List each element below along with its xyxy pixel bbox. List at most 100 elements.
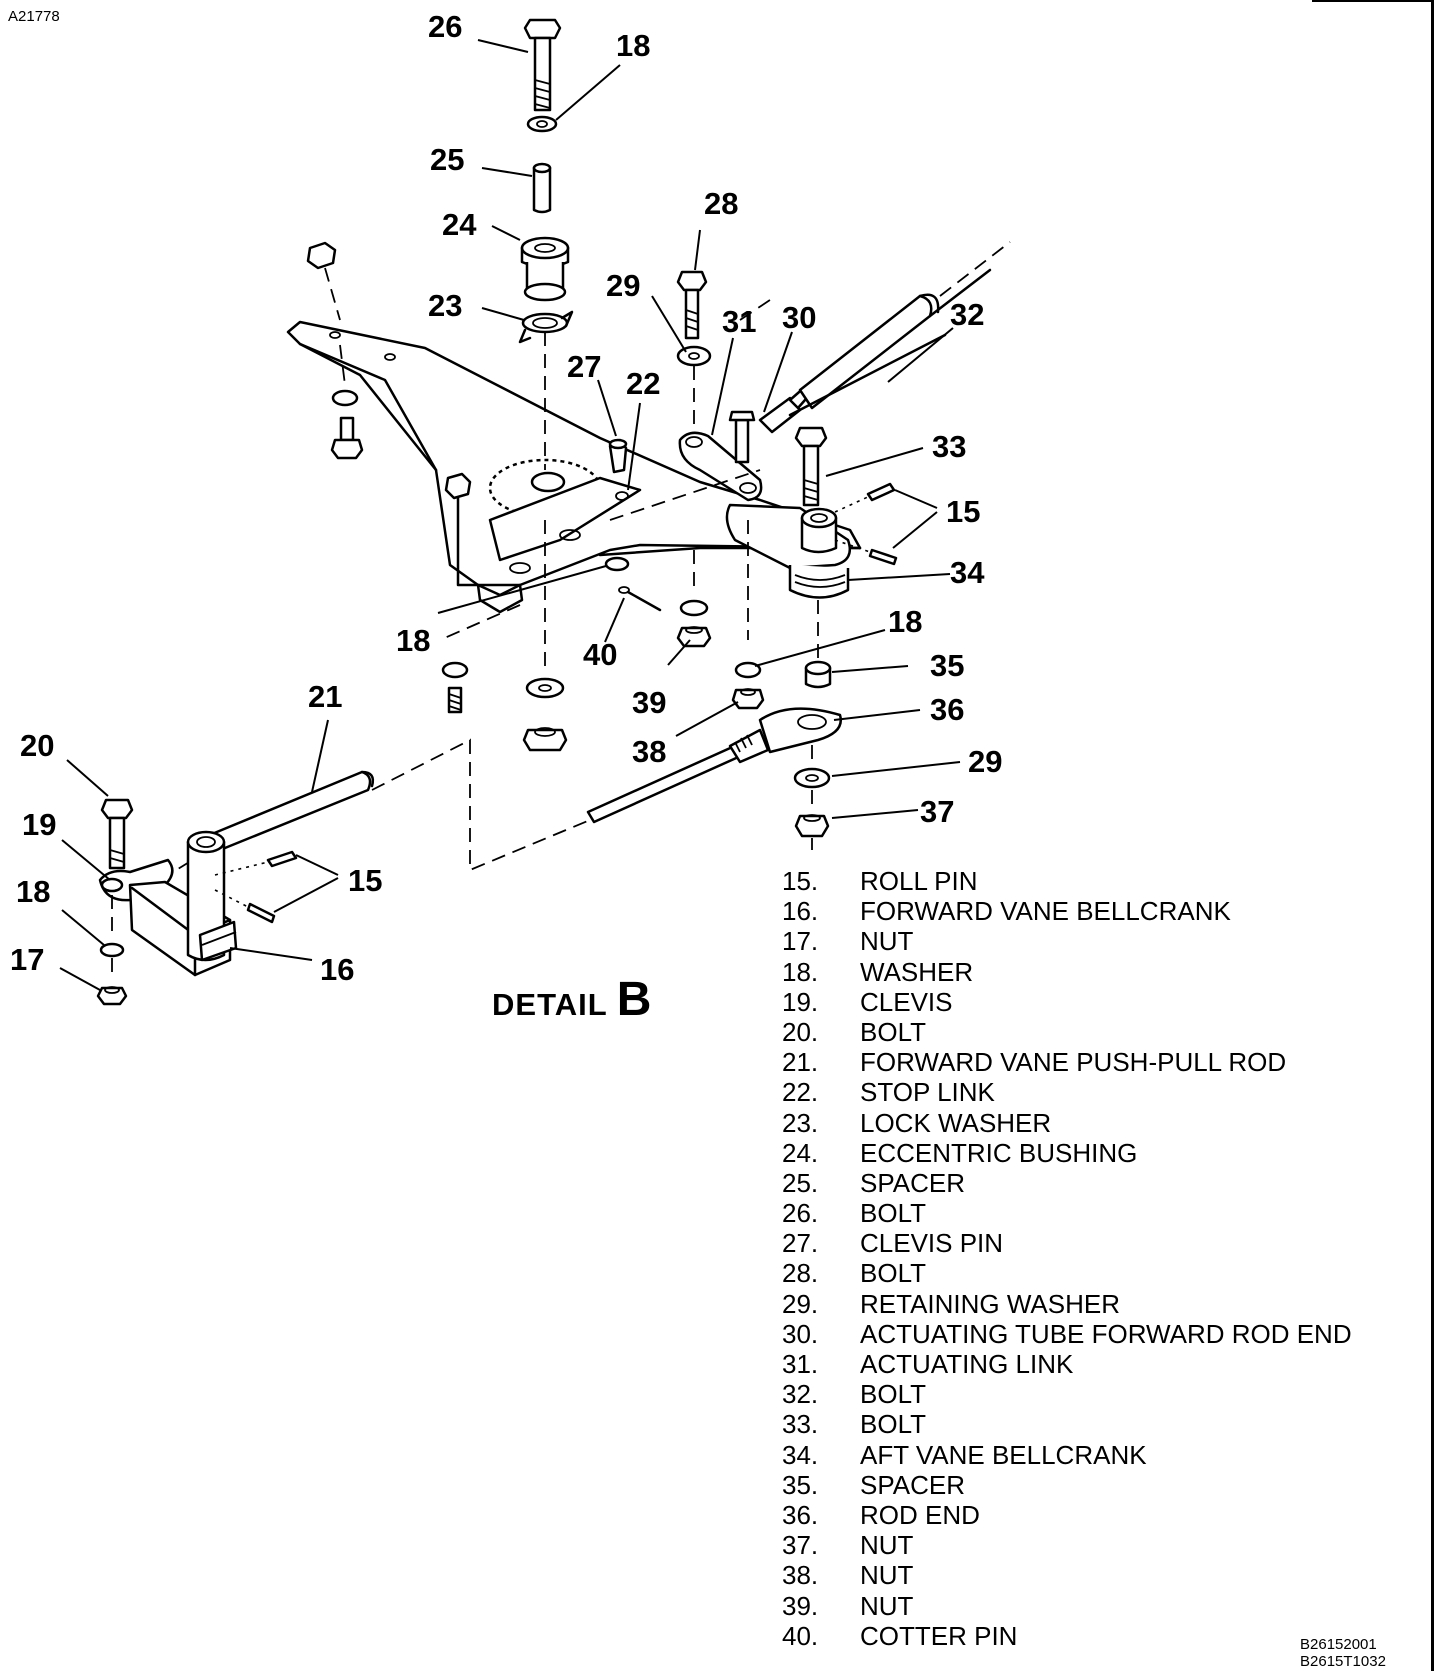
- legend-item-number: 20.: [782, 1016, 819, 1047]
- callout-30: 30: [782, 300, 816, 335]
- legend-item-number: 24.: [782, 1137, 819, 1168]
- legend-item: 35.SPACER: [782, 1470, 1432, 1500]
- stop-link: [608, 438, 761, 521]
- legend-item: 15.ROLL PIN: [782, 866, 1432, 896]
- legend-item-name: SPACER: [860, 1167, 965, 1198]
- legend-item-number: 37.: [782, 1530, 819, 1561]
- legend-item-number: 16.: [782, 896, 819, 927]
- legend-item-name: BOLT: [860, 1198, 926, 1229]
- legend-item-number: 22.: [782, 1077, 819, 1108]
- legend-item-number: 33.: [782, 1409, 819, 1440]
- callout-29-bottom: 29: [968, 744, 1002, 779]
- legend-item: 33.BOLT: [782, 1409, 1432, 1439]
- figure-id: A21778: [8, 8, 60, 25]
- callout-18-top: 18: [616, 28, 650, 63]
- legend-item: 29.RETAINING WASHER: [782, 1289, 1432, 1319]
- callout-25: 25: [430, 142, 464, 177]
- legend-item: 23.LOCK WASHER: [782, 1108, 1432, 1138]
- callout-19: 19: [22, 807, 56, 842]
- legend-item-number: 31.: [782, 1349, 819, 1379]
- legend-item: 31. ACTUATING LINK: [782, 1349, 1432, 1379]
- legend-item-name: ACTUATING TUBE FORWARD ROD END: [860, 1318, 1352, 1349]
- callout-15-right: 15: [946, 494, 980, 529]
- legend-item: 40.COTTER PIN: [782, 1621, 1432, 1651]
- legend-item-name: BOLT: [860, 1379, 926, 1410]
- top-fastener-stack: [518, 18, 574, 470]
- legend-item-number: 34.: [782, 1439, 819, 1470]
- legend-item: 34. AFT VANE BELLCRANK: [782, 1440, 1432, 1470]
- legend-item: 30.ACTUATING TUBE FORWARD ROD END: [782, 1319, 1432, 1349]
- aft-vane-bellcrank: [725, 426, 898, 689]
- callout-36: 36: [930, 692, 964, 727]
- callout-18-right: 18: [888, 604, 922, 639]
- legend-item-name: COTTER PIN: [860, 1620, 1018, 1651]
- legend-item: 17. NUT: [782, 926, 1432, 956]
- callout-37: 37: [920, 794, 954, 829]
- legend-item-number: 28.: [782, 1258, 819, 1289]
- legend-item: 25. SPACER: [782, 1168, 1432, 1198]
- footer-code-2: B2615T1032: [1300, 1653, 1386, 1670]
- callout-39: 39: [632, 685, 666, 720]
- legend-item-number: 39.: [782, 1590, 819, 1621]
- legend-item-name: SPACER: [860, 1469, 965, 1500]
- legend-item-number: 17.: [782, 926, 819, 957]
- callout-29-top: 29: [606, 268, 640, 303]
- legend-item: 28.BOLT: [782, 1258, 1432, 1288]
- callout-31: 31: [722, 304, 756, 339]
- legend-item-name: NUT: [860, 1590, 914, 1621]
- legend-item-name: CLEVIS PIN: [860, 1228, 1004, 1259]
- legend-item-name: STOP LINK: [860, 1077, 995, 1108]
- callout-34: 34: [950, 555, 985, 590]
- legend-item-name: NUT: [860, 1530, 914, 1561]
- legend-item: 36. ROD END: [782, 1500, 1432, 1530]
- detail-letter: B: [616, 973, 653, 1026]
- callout-21: 21: [308, 679, 342, 714]
- detail-label: DETAIL B: [492, 972, 652, 1027]
- callout-18-left: 18: [16, 874, 50, 909]
- legend-item: 16.FORWARD VANE BELLCRANK: [782, 896, 1432, 926]
- legend-item-number: 38.: [782, 1560, 819, 1591]
- forward-vane-bellcrank: [96, 798, 298, 1006]
- callout-numbers: 26 18 25 24 23 28 29 31 30 32 27 22 33 1…: [10, 9, 1002, 987]
- legend-item-number: 23.: [782, 1107, 819, 1138]
- callout-23: 23: [428, 288, 462, 323]
- frame-top-border: [1312, 0, 1434, 2]
- legend-item-name: ACTUATING LINK: [860, 1349, 1074, 1379]
- legend-item-number: 18.: [782, 956, 819, 987]
- legend-item: 26. BOLT: [782, 1198, 1432, 1228]
- legend-item-name: ROD END: [860, 1499, 980, 1530]
- callout-33: 33: [932, 429, 966, 464]
- legend-item-name: NUT: [860, 926, 914, 957]
- frame-right-border: [1431, 0, 1434, 1671]
- bracket-lower-hardware: [439, 520, 765, 752]
- legend-item-name: RETAINING WASHER: [860, 1288, 1121, 1319]
- callout-20: 20: [20, 728, 54, 763]
- legend-item: 22. STOP LINK: [782, 1077, 1432, 1107]
- callout-40: 40: [583, 637, 617, 672]
- callout-24: 24: [442, 207, 477, 242]
- legend-item: 38. NUT: [782, 1560, 1432, 1590]
- legend-item-number: 27.: [782, 1228, 819, 1259]
- legend-item-number: 21.: [782, 1047, 819, 1078]
- callout-26: 26: [428, 9, 462, 44]
- legend-item-name: ECCENTRIC BUSHING: [860, 1137, 1138, 1168]
- legend-item-number: 26.: [782, 1198, 819, 1229]
- legend-item-name: NUT: [860, 1560, 914, 1591]
- legend-item: 24. ECCENTRIC BUSHING: [782, 1138, 1432, 1168]
- callout-35: 35: [930, 648, 964, 683]
- callout-leaders: [59, 39, 961, 991]
- legend-item: 19.CLEVIS: [782, 987, 1432, 1017]
- legend-item-name: AFT VANE BELLCRANK: [860, 1439, 1147, 1470]
- callout-38: 38: [632, 734, 666, 769]
- callout-27: 27: [567, 349, 601, 384]
- rod-end-assembly: [586, 707, 842, 850]
- legend-item-number: 36.: [782, 1499, 819, 1530]
- legend-item: 20. BOLT: [782, 1017, 1432, 1047]
- callout-22: 22: [626, 366, 660, 401]
- callout-28: 28: [704, 186, 738, 221]
- legend-item: 18.WASHER: [782, 957, 1432, 987]
- legend-item-number: 25.: [782, 1167, 819, 1198]
- legend-item-name: BOLT: [860, 1016, 926, 1047]
